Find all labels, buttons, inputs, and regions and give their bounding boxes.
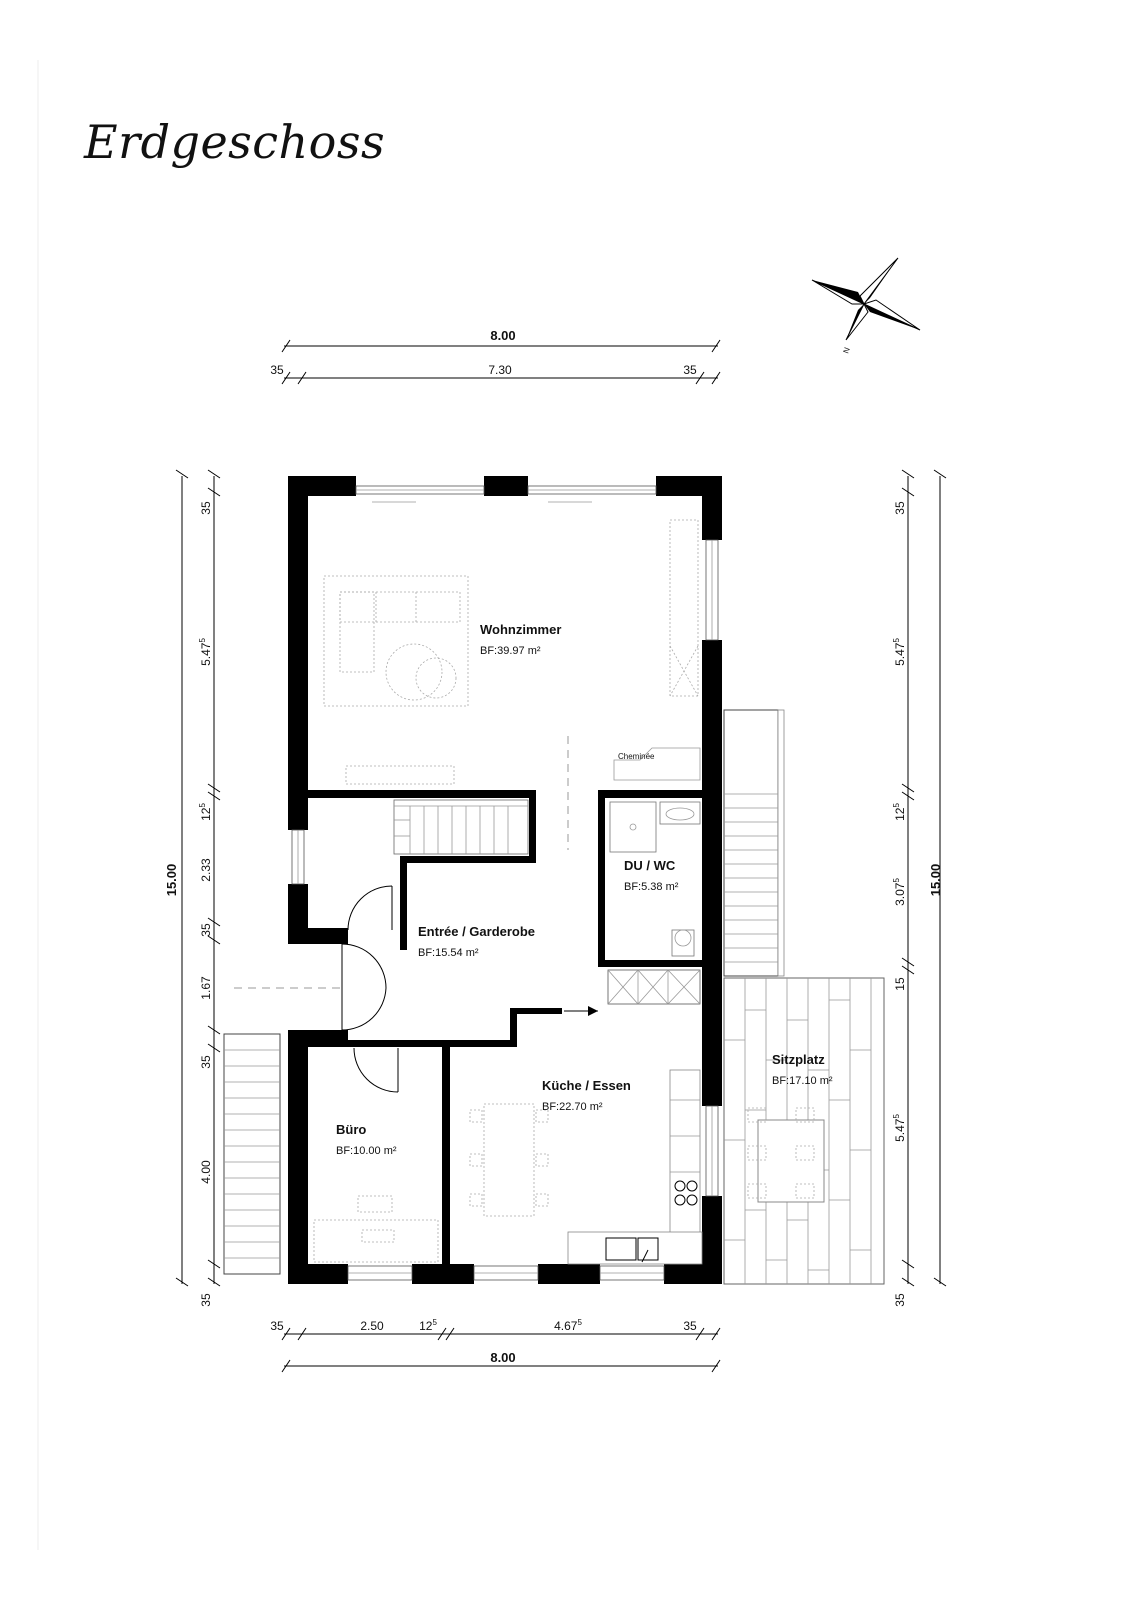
left-seg-6-dim: 1.67 [199, 976, 213, 1000]
furniture-buero [313, 1195, 439, 1263]
entree-area: BF:15.54 m² [418, 947, 479, 959]
left-dimensions: 15.00 35 5.475 125 2.33 35 1.67 35 4.00 … [164, 469, 221, 1307]
entree-name: Entrée / Garderobe [418, 924, 535, 939]
wohnzimmer-area: BF:39.97 m² [480, 645, 541, 657]
right-seg-2-dim: 5.475 [892, 638, 907, 666]
room-wohnzimmer: Wohnzimmer BF:39.97 m² [480, 622, 561, 657]
left-seg-4-dim: 2.33 [199, 858, 213, 882]
bottom-seg-4-dim: 4.675 [554, 1318, 582, 1333]
left-seg-9-dim: 35 [199, 1293, 213, 1307]
top-total-dim: 8.00 [490, 328, 515, 343]
right-seg-6-dim: 5.475 [892, 1114, 907, 1142]
left-seg-5-dim: 35 [199, 923, 213, 937]
buero-area: BF:10.00 m² [336, 1145, 397, 1157]
top-seg-right-dim: 35 [683, 363, 697, 377]
right-seg-4-dim: 3.075 [892, 878, 907, 906]
bottom-seg-3-dim: 125 [419, 1318, 437, 1333]
cheminee-label: Cheminée [618, 752, 655, 761]
compass-icon: N [811, 257, 921, 355]
wohnzimmer-name: Wohnzimmer [480, 622, 561, 637]
bottom-seg-2-dim: 2.50 [360, 1319, 384, 1333]
windows [291, 485, 719, 1281]
exterior-stairs-right [723, 709, 785, 977]
sitzplatz-area: BF:17.10 m² [772, 1075, 833, 1087]
furniture-garderobe [607, 969, 701, 1005]
right-total-dim: 15.00 [928, 864, 943, 897]
doors [341, 885, 598, 1093]
right-seg-3-dim: 125 [892, 803, 907, 821]
room-kueche: Küche / Essen BF:22.70 m² [542, 1078, 631, 1113]
furniture-kueche [469, 1069, 703, 1265]
terrace-paving [723, 977, 885, 1285]
interior-stair [393, 799, 529, 855]
left-seg-7-dim: 35 [199, 1055, 213, 1069]
room-entree: Entrée / Garderobe BF:15.54 m² [418, 924, 535, 959]
kueche-area: BF:22.70 m² [542, 1101, 603, 1113]
right-seg-7-dim: 35 [893, 1293, 907, 1307]
furniture-du-wc [609, 801, 701, 957]
top-dimensions: 8.00 35 7.30 35 [270, 328, 721, 385]
left-seg-1-dim: 35 [199, 501, 213, 515]
left-seg-8-dim: 4.00 [199, 1160, 213, 1184]
room-buero: Büro BF:10.00 m² [336, 1122, 397, 1157]
right-seg-1-dim: 35 [893, 501, 907, 515]
bottom-seg-5-dim: 35 [683, 1319, 697, 1333]
room-du-wc: DU / WC BF:5.38 m² [624, 858, 679, 893]
top-seg-left-dim: 35 [270, 363, 284, 377]
du-wc-name: DU / WC [624, 858, 676, 873]
bottom-seg-1-dim: 35 [270, 1319, 284, 1333]
furniture-wohnzimmer [323, 519, 701, 785]
plan-title: Erdgeschoss [83, 115, 385, 169]
kueche-name: Küche / Essen [542, 1078, 631, 1093]
bottom-total-dim: 8.00 [490, 1350, 515, 1365]
walls [288, 476, 722, 1284]
left-seg-2-dim: 5.475 [198, 638, 213, 666]
compass-north-label: N [841, 346, 852, 355]
buero-name: Büro [336, 1122, 366, 1137]
exterior-stairs-left [223, 1033, 281, 1275]
sitzplatz-name: Sitzplatz [772, 1052, 825, 1067]
left-total-dim: 15.00 [164, 864, 179, 897]
right-seg-5-dim: 15 [893, 977, 907, 991]
left-seg-3-dim: 125 [198, 803, 213, 821]
du-wc-area: BF:5.38 m² [624, 881, 679, 893]
top-seg-middle-dim: 7.30 [488, 363, 512, 377]
room-sitzplatz: Sitzplatz BF:17.10 m² [772, 1052, 833, 1087]
bottom-dimensions: 35 2.50 125 4.675 35 8.00 [270, 1318, 721, 1373]
right-dimensions: 35 5.475 125 3.075 15 5.475 35 15.00 [892, 469, 947, 1307]
